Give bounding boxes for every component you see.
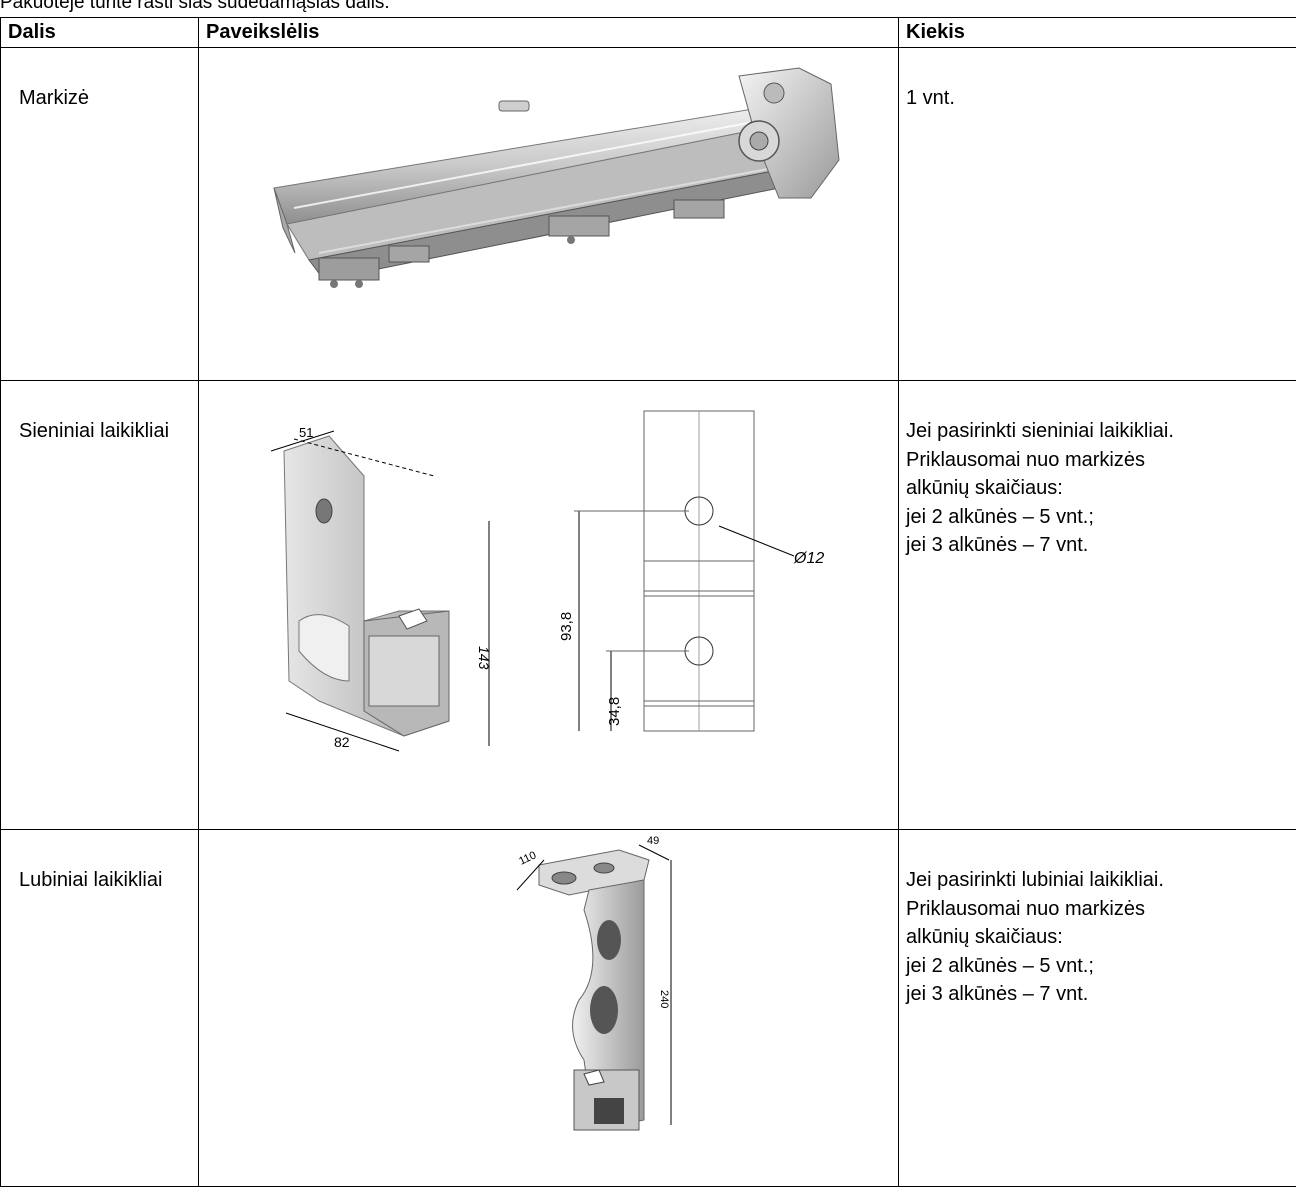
dim-93-8-label: 93,8 <box>558 612 575 641</box>
awning-cassette-image <box>199 48 899 344</box>
quantity-cell: 1 vnt. <box>899 48 1296 381</box>
quantity-line: Priklausomai nuo markizės <box>906 446 1288 475</box>
dim-240-label: 240 <box>658 990 670 1008</box>
table-row: Markizė <box>1 48 1296 381</box>
quantity-line: jei 3 alkūnės – 7 vnt. <box>906 531 1288 560</box>
part-name: Markizė <box>1 48 199 381</box>
part-name: Lubiniai laikikliai <box>1 830 199 1187</box>
dim-51-label: 51 <box>299 425 313 440</box>
wall-bracket-image: 51 143 82 Ø12 <box>199 381 899 793</box>
quantity-line: jei 3 alkūnės – 7 vnt. <box>906 980 1288 1009</box>
parts-table: Dalis Paveikslėlis Kiekis Markizė <box>0 17 1296 1187</box>
quantity-line: jei 2 alkūnės – 5 vnt.; <box>906 952 1288 981</box>
header-image: Paveikslėlis <box>199 18 899 48</box>
table-row: Sieniniai laikikliai <box>1 381 1296 830</box>
dim-49-label: 49 <box>647 835 659 847</box>
quantity-cell: Jei pasirinkti sieniniai laikikliai. Pri… <box>899 381 1296 830</box>
quantity-line: alkūnių skaičiaus: <box>906 474 1288 503</box>
image-cell: 110 49 240 <box>199 830 899 1187</box>
table-row: Lubiniai laikikliai <box>1 830 1296 1187</box>
quantity-line: Jei pasirinkti lubiniai laikikliai. <box>906 866 1288 895</box>
dim-diameter-label: Ø12 <box>793 550 824 567</box>
dim-34-8-label: 34,8 <box>606 697 623 726</box>
intro-text: Pakuotėje turite rasti šias sudedamąsias… <box>0 0 390 15</box>
dim-143-label: 143 <box>476 646 492 670</box>
image-cell <box>199 48 899 381</box>
header-part: Dalis <box>1 18 199 48</box>
image-cell: 51 143 82 Ø12 <box>199 381 899 830</box>
part-name: Sieniniai laikikliai <box>1 381 199 830</box>
quantity-line: Priklausomai nuo markizės <box>906 895 1288 924</box>
dim-110-label: 110 <box>517 849 538 867</box>
quantity-line: 1 vnt. <box>906 84 1288 113</box>
table-header-row: Dalis Paveikslėlis Kiekis <box>1 18 1296 48</box>
header-quantity: Kiekis <box>899 18 1296 48</box>
quantity-cell: Jei pasirinkti lubiniai laikikliai. Prik… <box>899 830 1296 1187</box>
dim-82-label: 82 <box>334 734 350 750</box>
quantity-line: alkūnių skaičiaus: <box>906 923 1288 952</box>
quantity-line: jei 2 alkūnės – 5 vnt.; <box>906 503 1288 532</box>
ceiling-bracket-image: 110 49 240 <box>199 830 899 1150</box>
quantity-line: Jei pasirinkti sieniniai laikikliai. <box>906 417 1288 446</box>
